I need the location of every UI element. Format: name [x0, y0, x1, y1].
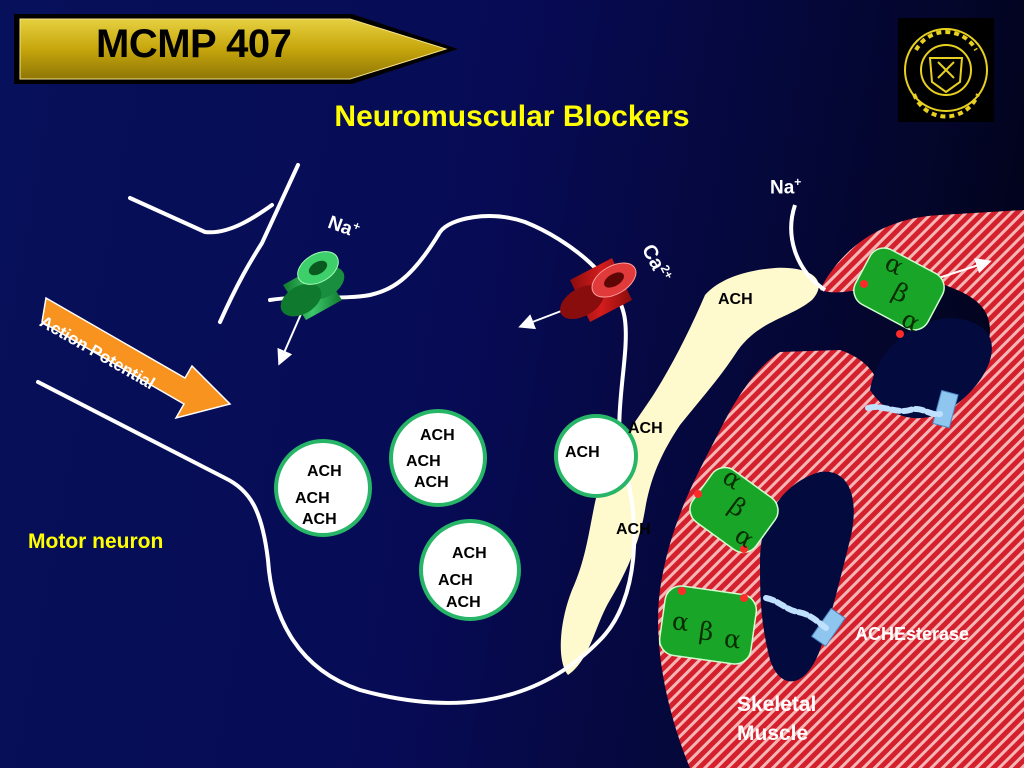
beta-label: β: [697, 616, 715, 647]
receptor-top: α β α: [853, 247, 992, 338]
esterase-label: ACHEsterase: [855, 624, 970, 644]
alpha-label: α: [722, 624, 743, 655]
sodium-ion-label-right: Na+: [770, 175, 801, 199]
skeletal-muscle-label-line1: Skeletal: [737, 693, 817, 716]
purdue-logo: [898, 18, 994, 122]
ion-symbol: Na: [770, 177, 795, 199]
ach-label: ACH: [307, 463, 342, 480]
skeletal-muscle-label-line2: Muscle: [737, 722, 809, 745]
calcium-channel: [518, 258, 637, 330]
ach-label: ACH: [302, 511, 337, 528]
vesicle-group: [274, 409, 638, 621]
cleft-ach-label: ACH: [628, 420, 663, 437]
cleft-ach-label: ACH: [718, 291, 753, 308]
ach-label: ACH: [406, 453, 441, 470]
motor-neuron-label: Motor neuron: [28, 530, 164, 553]
receptor-middle: α β α: [689, 462, 779, 554]
ach-label: ACH: [452, 545, 487, 562]
junctional-fold-lower: [760, 471, 854, 682]
alpha-label: α: [670, 606, 691, 637]
ach-label: ACH: [438, 572, 473, 589]
ach-label: ACH: [565, 444, 600, 461]
ion-charge: +: [794, 175, 802, 189]
vesicle-1: [274, 439, 372, 537]
acetylcholinesterase-upper: [865, 389, 959, 429]
vesicle-2: [389, 409, 487, 507]
sodium-channel: [277, 251, 345, 366]
ach-label: ACH: [446, 594, 481, 611]
ach-label: ACH: [414, 474, 449, 491]
action-potential-arrow: [41, 296, 232, 420]
ach-label: ACH: [295, 490, 330, 507]
motor-neuron-membrane: [36, 163, 637, 705]
cleft-ach-label: ACH: [616, 521, 651, 538]
course-banner: [14, 14, 458, 84]
acetylcholinesterase-lower: [763, 595, 846, 647]
junctional-fold-upper: [870, 318, 992, 419]
course-title: MCMP 407: [96, 22, 292, 66]
vesicle-3: [419, 519, 521, 621]
receptor-bottom: α β α: [658, 585, 758, 665]
muscle-membrane-line: [789, 204, 827, 292]
slide-title: Neuromuscular Blockers: [334, 100, 690, 133]
skeletal-muscle-label: Skeletal Muscle: [737, 690, 816, 748]
ach-label: ACH: [420, 427, 455, 444]
vesicle-4-fusing: [554, 414, 638, 498]
